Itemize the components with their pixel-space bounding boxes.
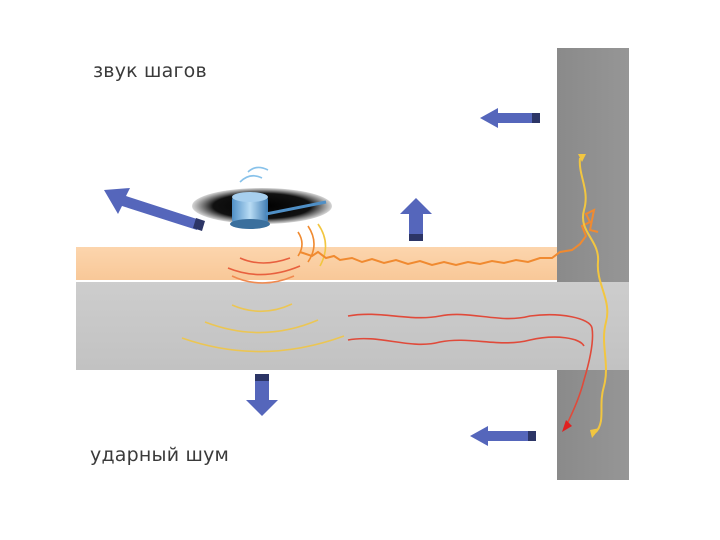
flanking-path-floor	[299, 208, 599, 267]
wall-flanking-path	[578, 157, 609, 433]
red-path-arrowhead	[562, 420, 572, 432]
footstep-sound-label: звук шагов	[93, 60, 207, 82]
concrete-slab	[76, 282, 629, 370]
arrow-down-icon	[246, 374, 278, 416]
yellow-path-arrowhead-bottom	[590, 428, 600, 438]
footstep-impact-icon	[192, 166, 332, 229]
arrow-left-lower-icon	[470, 426, 536, 446]
slab-sound-waves	[181, 303, 345, 353]
floor-layer-waves	[227, 257, 301, 284]
yellow-path-arrowhead-top	[578, 154, 586, 162]
wall-upper	[557, 48, 629, 282]
slab-transmission-paths	[347, 313, 594, 427]
impact-arcs	[297, 223, 327, 267]
arrow-up-icon	[400, 198, 432, 241]
arrow-up-left-icon	[104, 188, 205, 231]
impact-noise-label: ударный шум	[90, 444, 230, 466]
arrow-left-icon	[480, 108, 540, 128]
